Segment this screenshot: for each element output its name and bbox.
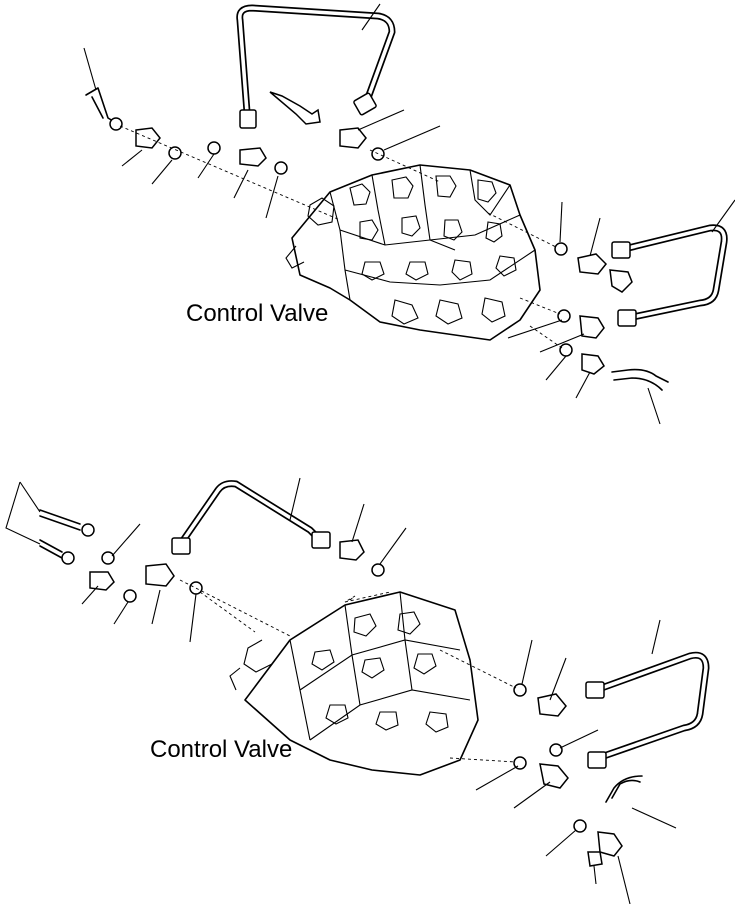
control-valve-label-top: Control Valve [186,300,329,327]
hose-bottom-left [171,480,331,555]
hose-top-right [611,224,728,327]
control-valve-label-bottom: Control Valve [150,736,293,763]
leader-lines-bottom [5,477,677,904]
fittings-bottom [39,509,643,867]
hose-top-upper [236,4,396,129]
assembly-lines-bottom [179,579,517,763]
fittings-top [85,87,669,391]
bottom-assembly [5,477,710,904]
leader-lines-top [83,3,735,425]
top-assembly [83,3,735,425]
assembly-lines-top [119,125,563,349]
hose-bottom-right [585,651,710,769]
control-valve-body-bottom [229,591,479,776]
control-valve-body-top [285,164,541,341]
